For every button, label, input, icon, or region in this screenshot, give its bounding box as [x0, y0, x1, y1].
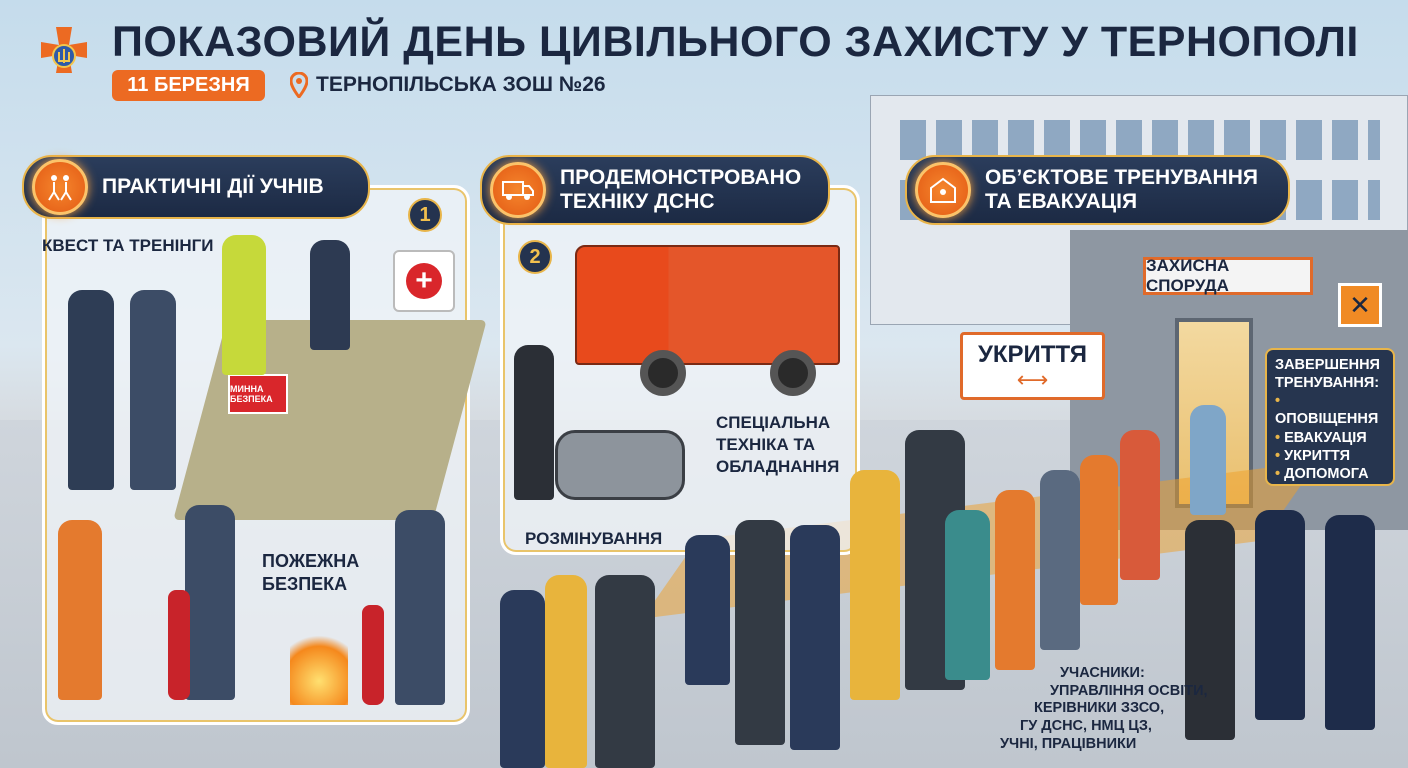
location: ТЕРНОПІЛЬСЬКА ЗОШ №26: [290, 72, 606, 98]
double-arrow-icon: ⟷: [1016, 367, 1049, 392]
mine-field-area: [173, 320, 487, 520]
first-aid-sign: +: [393, 250, 455, 312]
section-title: ОБ’ЄКТОВЕ ТРЕНУВАННЯ: [985, 165, 1258, 189]
student-figure: [850, 470, 900, 700]
participants-line: УПРАВЛІННЯ ОСВІТИ,: [1050, 682, 1208, 699]
participants-line: КЕРІВНИКИ ЗЗСО,: [1034, 700, 1165, 717]
fire-truck-wheel: [640, 350, 686, 396]
equipment-line: ТЕХНІКА ТА: [716, 435, 816, 455]
section-title: ТА ЕВАКУАЦІЯ: [985, 190, 1138, 213]
fire-extinguisher: [362, 605, 384, 705]
official-figure: [595, 575, 655, 768]
fire-truck-icon: [490, 162, 546, 218]
equipment-line: СПЕЦІАЛЬНА: [716, 413, 831, 432]
location-pin-icon: [290, 72, 308, 98]
date-badge: 11 БЕРЕЗНЯ: [112, 70, 265, 101]
demining-robot: [555, 430, 685, 500]
official-figure: [790, 525, 840, 750]
shelter-sign-text: УКРИТТЯ: [977, 341, 1088, 368]
civil-defense-icon: ✕: [1338, 283, 1382, 327]
protective-structure-sign: ЗАХИСНА СПОРУДА: [1143, 256, 1313, 295]
dsns-emblem: [33, 25, 95, 87]
section-title: ПРАКТИЧНІ ДІЇ УЧНІВ: [102, 174, 324, 198]
completion-item: • ЕВАКУАЦІЯ: [1275, 429, 1367, 446]
student-figure: [58, 520, 102, 700]
participants-line: УЧАСНИКИ:: [1060, 665, 1145, 681]
student-figure: [995, 490, 1035, 670]
student-figure: [130, 290, 176, 490]
demining-label: РОЗМІНУВАННЯ: [525, 529, 663, 548]
participants-note: УЧАСНИКИ: УПРАВЛІННЯ ОСВІТИ, КЕРІВНИКИ З…: [1000, 665, 1208, 753]
shelter-sign: УКРИТТЯ ⟷: [960, 332, 1105, 400]
teacher-figure: [310, 240, 350, 350]
section-title: ТЕХНІКУ ДСНС: [560, 190, 715, 213]
student-figure: [185, 505, 235, 700]
official-figure: [1185, 520, 1235, 740]
fire-extinguisher: [168, 590, 190, 700]
fire-truck-wheel: [770, 350, 816, 396]
step-number: 2: [518, 240, 552, 274]
completion-item: • ДОПОМОГА: [1275, 465, 1369, 482]
mine-safety-sign: МИННА БЕЗПЕКА: [228, 374, 288, 414]
student-figure: [395, 510, 445, 705]
student-figure: [1080, 455, 1118, 605]
student-figure: [68, 290, 114, 490]
instructor-figure: [222, 235, 266, 375]
fire-safety-label: ПОЖЕЖНА БЕЗПЕКА: [262, 550, 359, 597]
student-figure: [945, 510, 990, 680]
school-windows: [900, 120, 1380, 160]
student-figure: [1120, 430, 1160, 580]
firefighter-figure: [514, 345, 554, 500]
fire-flame: [290, 625, 348, 705]
students-icon: [32, 159, 88, 215]
section-title: ПРОДЕМОНСТРОВАНО: [560, 165, 802, 189]
step-number: 1: [408, 198, 442, 232]
student-figure: [1040, 470, 1080, 650]
fire-truck: [575, 245, 840, 365]
official-figure: [545, 575, 587, 768]
completion-title: ТРЕНУВАННЯ:: [1275, 375, 1380, 392]
equipment-label: СПЕЦІАЛЬНА ТЕХНІКА ТА ОБЛАДНАННЯ: [716, 412, 839, 478]
page-title: ПОКАЗОВИЙ ДЕНЬ ЦИВІЛЬНОГО ЗАХИСТУ У ТЕРН…: [112, 18, 1359, 66]
rescuer-figure: [1255, 510, 1305, 720]
equipment-line: ОБЛАДНАННЯ: [716, 457, 840, 477]
fire-safety-line: ПОЖЕЖНА: [262, 551, 360, 571]
official-figure: [735, 520, 785, 745]
official-figure: [685, 535, 730, 685]
completion-item: • УКРИТТЯ: [1275, 447, 1351, 464]
completion-item: • ОПОВІЩЕННЯ: [1275, 393, 1379, 428]
participants-line: УЧНІ, ПРАЦІВНИКИ: [1000, 735, 1137, 752]
evacuation-icon: [915, 162, 971, 218]
rescuer-figure: [1325, 515, 1375, 730]
section-practical-header: ПРАКТИЧНІ ДІЇ УЧНІВ: [22, 155, 370, 219]
participants-line: ГУ ДСНС, НМЦ ЦЗ,: [1020, 718, 1152, 735]
completion-title: ЗАВЕРШЕННЯ: [1275, 357, 1380, 373]
fire-safety-line: БЕЗПЕКА: [262, 574, 348, 595]
student-figure: [1190, 405, 1226, 515]
quest-label: КВЕСТ ТА ТРЕНІНГИ: [42, 236, 214, 255]
completion-box: ЗАВЕРШЕННЯ ТРЕНУВАННЯ: • ОПОВІЩЕННЯ • ЕВ…: [1265, 348, 1395, 486]
official-figure: [500, 590, 545, 768]
location-text: ТЕРНОПІЛЬСЬКА ЗОШ №26: [316, 73, 606, 96]
